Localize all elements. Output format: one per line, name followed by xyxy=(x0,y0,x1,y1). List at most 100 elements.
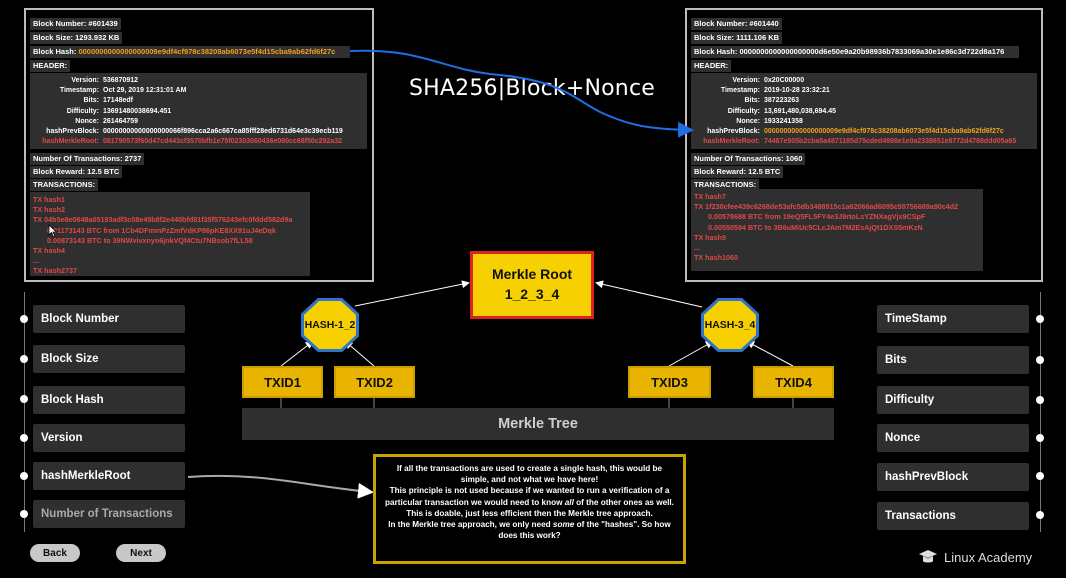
txid-3: TXID3 xyxy=(628,366,711,398)
header-line: Difficulty: 13691480038694.451 xyxy=(33,107,364,117)
header-line: Difficulty:13,691,480,038,694.45 xyxy=(694,107,1034,117)
next-button[interactable]: Next xyxy=(116,544,166,562)
header-line: Bits:17148edf xyxy=(33,96,364,106)
header-line: hashPrevBlock:00000000000000000066f896cc… xyxy=(33,127,364,137)
txid-1: TXID1 xyxy=(242,366,323,398)
header-line: Bits:387223263 xyxy=(694,96,1034,106)
header-value: 13691480038694.451 xyxy=(103,107,172,115)
header-value: 17148edf xyxy=(103,97,133,105)
transaction-line: TX hash1060 xyxy=(694,253,738,263)
header-line: Version: 536870912 xyxy=(33,76,364,86)
header-value: 536870912 xyxy=(103,77,139,84)
header-key: Version: xyxy=(732,77,760,84)
left-nav-block-number[interactable]: Block Number xyxy=(33,305,185,333)
arrow-tx1-hash12 xyxy=(280,340,314,367)
explanation-p2: This principle is not used because if we… xyxy=(385,486,674,518)
header-line: Nonce:1933241358 xyxy=(694,117,1034,127)
right-nav-dot xyxy=(1036,434,1044,442)
right-nav-dot xyxy=(1036,396,1044,404)
brand-name: Linux Academy xyxy=(944,549,1033,565)
right-nav-nonce[interactable]: Nonce xyxy=(877,424,1029,452)
left-nav-number-of-transactions[interactable]: Number of Transactions xyxy=(33,500,185,528)
right-nav-bits[interactable]: Bits xyxy=(877,346,1029,374)
transaction-line: TX hash7 xyxy=(694,192,726,201)
arrow-hash34-root xyxy=(595,280,703,308)
header-value: 081790573f60d47cd443cf3570bfb1e75f023030… xyxy=(103,138,342,146)
left-nav-dot xyxy=(20,510,28,518)
header-key: hashPrevBlock: xyxy=(46,128,99,136)
right-block-hash-value: 0000000000000000000d6e50e9a20b98936b7833… xyxy=(739,47,1005,56)
left-nav-dot xyxy=(20,472,28,480)
header-key: hashPrevBlock: xyxy=(707,128,760,136)
right-nav-dot xyxy=(1036,356,1044,364)
transaction-line: 0.01173143 BTC from 1Cb4DFmmPzZmfVdKP86p… xyxy=(47,225,276,235)
header-value: 74487e505b2cba5a4871185d75cded4998e1e0a2… xyxy=(764,138,1017,146)
right-nav-hash-prev-block[interactable]: hashPrevBlock xyxy=(877,463,1029,491)
right-nav-difficulty[interactable]: Difficulty xyxy=(877,386,1029,414)
header-key: Nonce: xyxy=(75,117,99,125)
left-block-size: Block Size: 1293.932 KB xyxy=(30,32,123,44)
header-value: 0000000000000000009e9df4cf978c38208ab607… xyxy=(764,128,1004,136)
header-key: Version: xyxy=(71,77,99,84)
header-key: Timestamp: xyxy=(59,87,99,95)
right-block-panel: Block Number: #601440 Block Size: 1111.1… xyxy=(685,8,1043,282)
left-num-transactions: Number Of Transactions: 2737 xyxy=(30,153,145,165)
merkle-tree-label: Merkle Tree xyxy=(242,408,834,440)
left-header-label: HEADER: xyxy=(30,60,71,72)
header-value: 387223263 xyxy=(764,97,800,105)
header-key: Difficulty: xyxy=(66,107,99,115)
left-nav-dot xyxy=(20,395,28,403)
header-key: Difficulty: xyxy=(727,107,760,115)
right-block-reward: Block Reward: 12.5 BTC xyxy=(691,166,784,178)
right-transactions-label: TRANSACTIONS: xyxy=(691,179,760,191)
graduation-cap-icon xyxy=(919,550,937,563)
explanation-p1: If all the transactions are used to crea… xyxy=(396,464,663,485)
transaction-line: ... xyxy=(694,243,700,253)
merkle-root-node: Merkle Root 1_2_3_4 xyxy=(470,251,594,319)
mouse-cursor-icon xyxy=(48,224,58,238)
arrow-tx2-hash12 xyxy=(344,340,375,367)
transaction-line: TX hash4 xyxy=(33,246,65,256)
left-nav-hash-merkle-root[interactable]: hashMerkleRoot xyxy=(33,462,185,490)
right-nav-dot xyxy=(1036,511,1044,519)
header-value: Oct 29, 2019 12:31:01 AM xyxy=(103,87,187,95)
right-block-number: Block Number: #601440 xyxy=(691,18,782,30)
merkle-root-title: Merkle Root xyxy=(491,266,573,282)
txid-2: TXID2 xyxy=(334,366,415,398)
transaction-line: TX 1f230cfee439c6268de53afc5db3488915c1a… xyxy=(694,202,959,212)
left-nav-rail xyxy=(24,292,25,532)
transaction-line: TX hash2737 xyxy=(33,266,77,276)
left-nav-block-size[interactable]: Block Size xyxy=(33,345,185,373)
back-button[interactable]: Back xyxy=(30,544,80,562)
hash-node-3-4: HASH-3_4 xyxy=(701,298,759,352)
arrow-tx3-hash34 xyxy=(668,341,714,367)
right-nav-transactions[interactable]: Transactions xyxy=(877,502,1029,530)
right-nav-dot xyxy=(1036,315,1044,323)
transaction-line: TX 04b5e8e0648a05193adf3c08e45b8f2e440bf… xyxy=(33,215,293,225)
left-nav-dot xyxy=(20,355,28,363)
right-block-hash-label: Block Hash: xyxy=(694,47,738,56)
header-line: hashMerkleRoot:081790573f60d47cd443cf357… xyxy=(33,137,364,147)
left-nav-version[interactable]: Version xyxy=(33,424,185,452)
left-block-hash-value: 0000000000000000009e9df4cf978c38208ab607… xyxy=(78,47,336,56)
header-key: hashMerkleRoot: xyxy=(703,138,760,146)
right-nav-rail xyxy=(1040,292,1041,532)
transaction-line: ... xyxy=(33,256,39,266)
left-nav-block-hash[interactable]: Block Hash xyxy=(33,386,185,414)
left-block-number: Block Number: #601439 xyxy=(30,18,121,30)
header-value: 1933241358 xyxy=(764,117,803,125)
header-line: hashMerkleRoot: 74487e505b2cba5a4871185d7… xyxy=(694,137,1034,147)
header-value: 2019-10-28 23:32:21 xyxy=(764,87,830,95)
header-line: hashPrevBlock: 0000000000000000009e9df4cf… xyxy=(694,127,1034,137)
right-nav-timestamp[interactable]: TimeStamp xyxy=(877,305,1029,333)
transaction-line: 0.00578688 BTC from 19eQ5FL5FY4e3J9rtoLs… xyxy=(708,212,926,222)
transaction-line: TX hash2 xyxy=(33,205,65,215)
left-block-panel: Block Number: #601439 Block Size: 1293.9… xyxy=(24,8,374,282)
left-block-reward: Block Reward: 12.5 BTC xyxy=(30,166,123,178)
header-value: 261464759 xyxy=(103,117,139,125)
txid-4: TXID4 xyxy=(753,366,834,398)
header-line: Nonce: 261464759 xyxy=(33,117,364,127)
